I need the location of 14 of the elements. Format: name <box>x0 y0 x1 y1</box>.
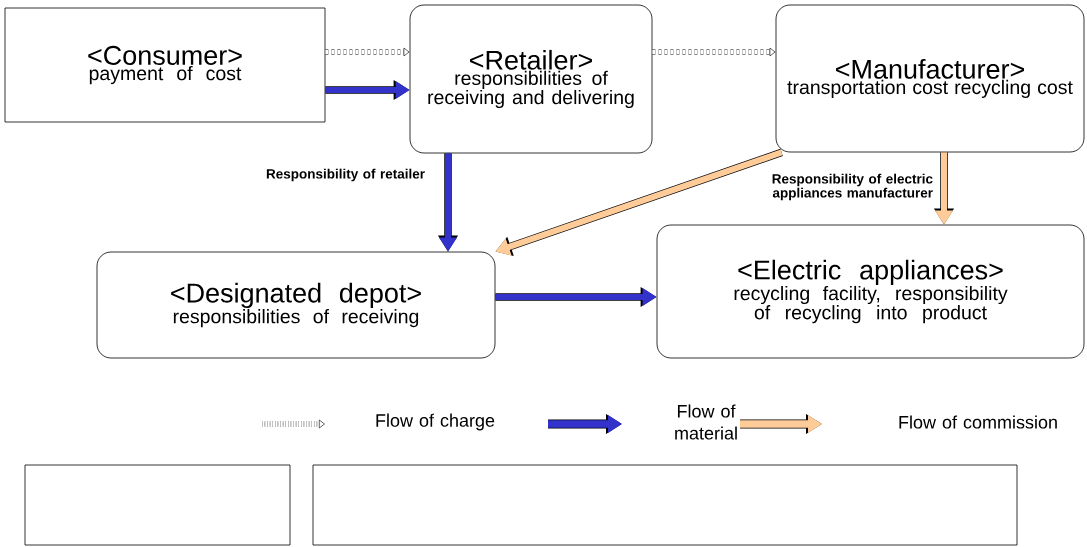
legend-label: Flow of charge <box>376 413 495 431</box>
edge-label: Responsibility of electric appliances manufacturer <box>772 173 933 201</box>
legend-label: Flow of commission <box>899 415 1057 429</box>
edge-label: Responsibility of retailer <box>266 168 425 182</box>
legend-label: Flow of material <box>675 404 737 440</box>
process-box: <Consumer> payment of cost <box>4 7 326 123</box>
process-box: <Designated depot> responsibilities of receiving <box>96 251 496 359</box>
empty-box <box>312 464 1018 546</box>
arrow <box>325 47 410 57</box>
process-box: <Electric appliances> recycling facility, responsibility of recycling into product <box>656 224 1085 359</box>
empty-box <box>24 464 291 546</box>
process-box: <Retailer> responsibilities of receiving and delivering <box>409 4 653 154</box>
process-box: <Manufacturer> transportation cost recycling cost <box>775 4 1085 153</box>
arrow <box>652 47 776 57</box>
